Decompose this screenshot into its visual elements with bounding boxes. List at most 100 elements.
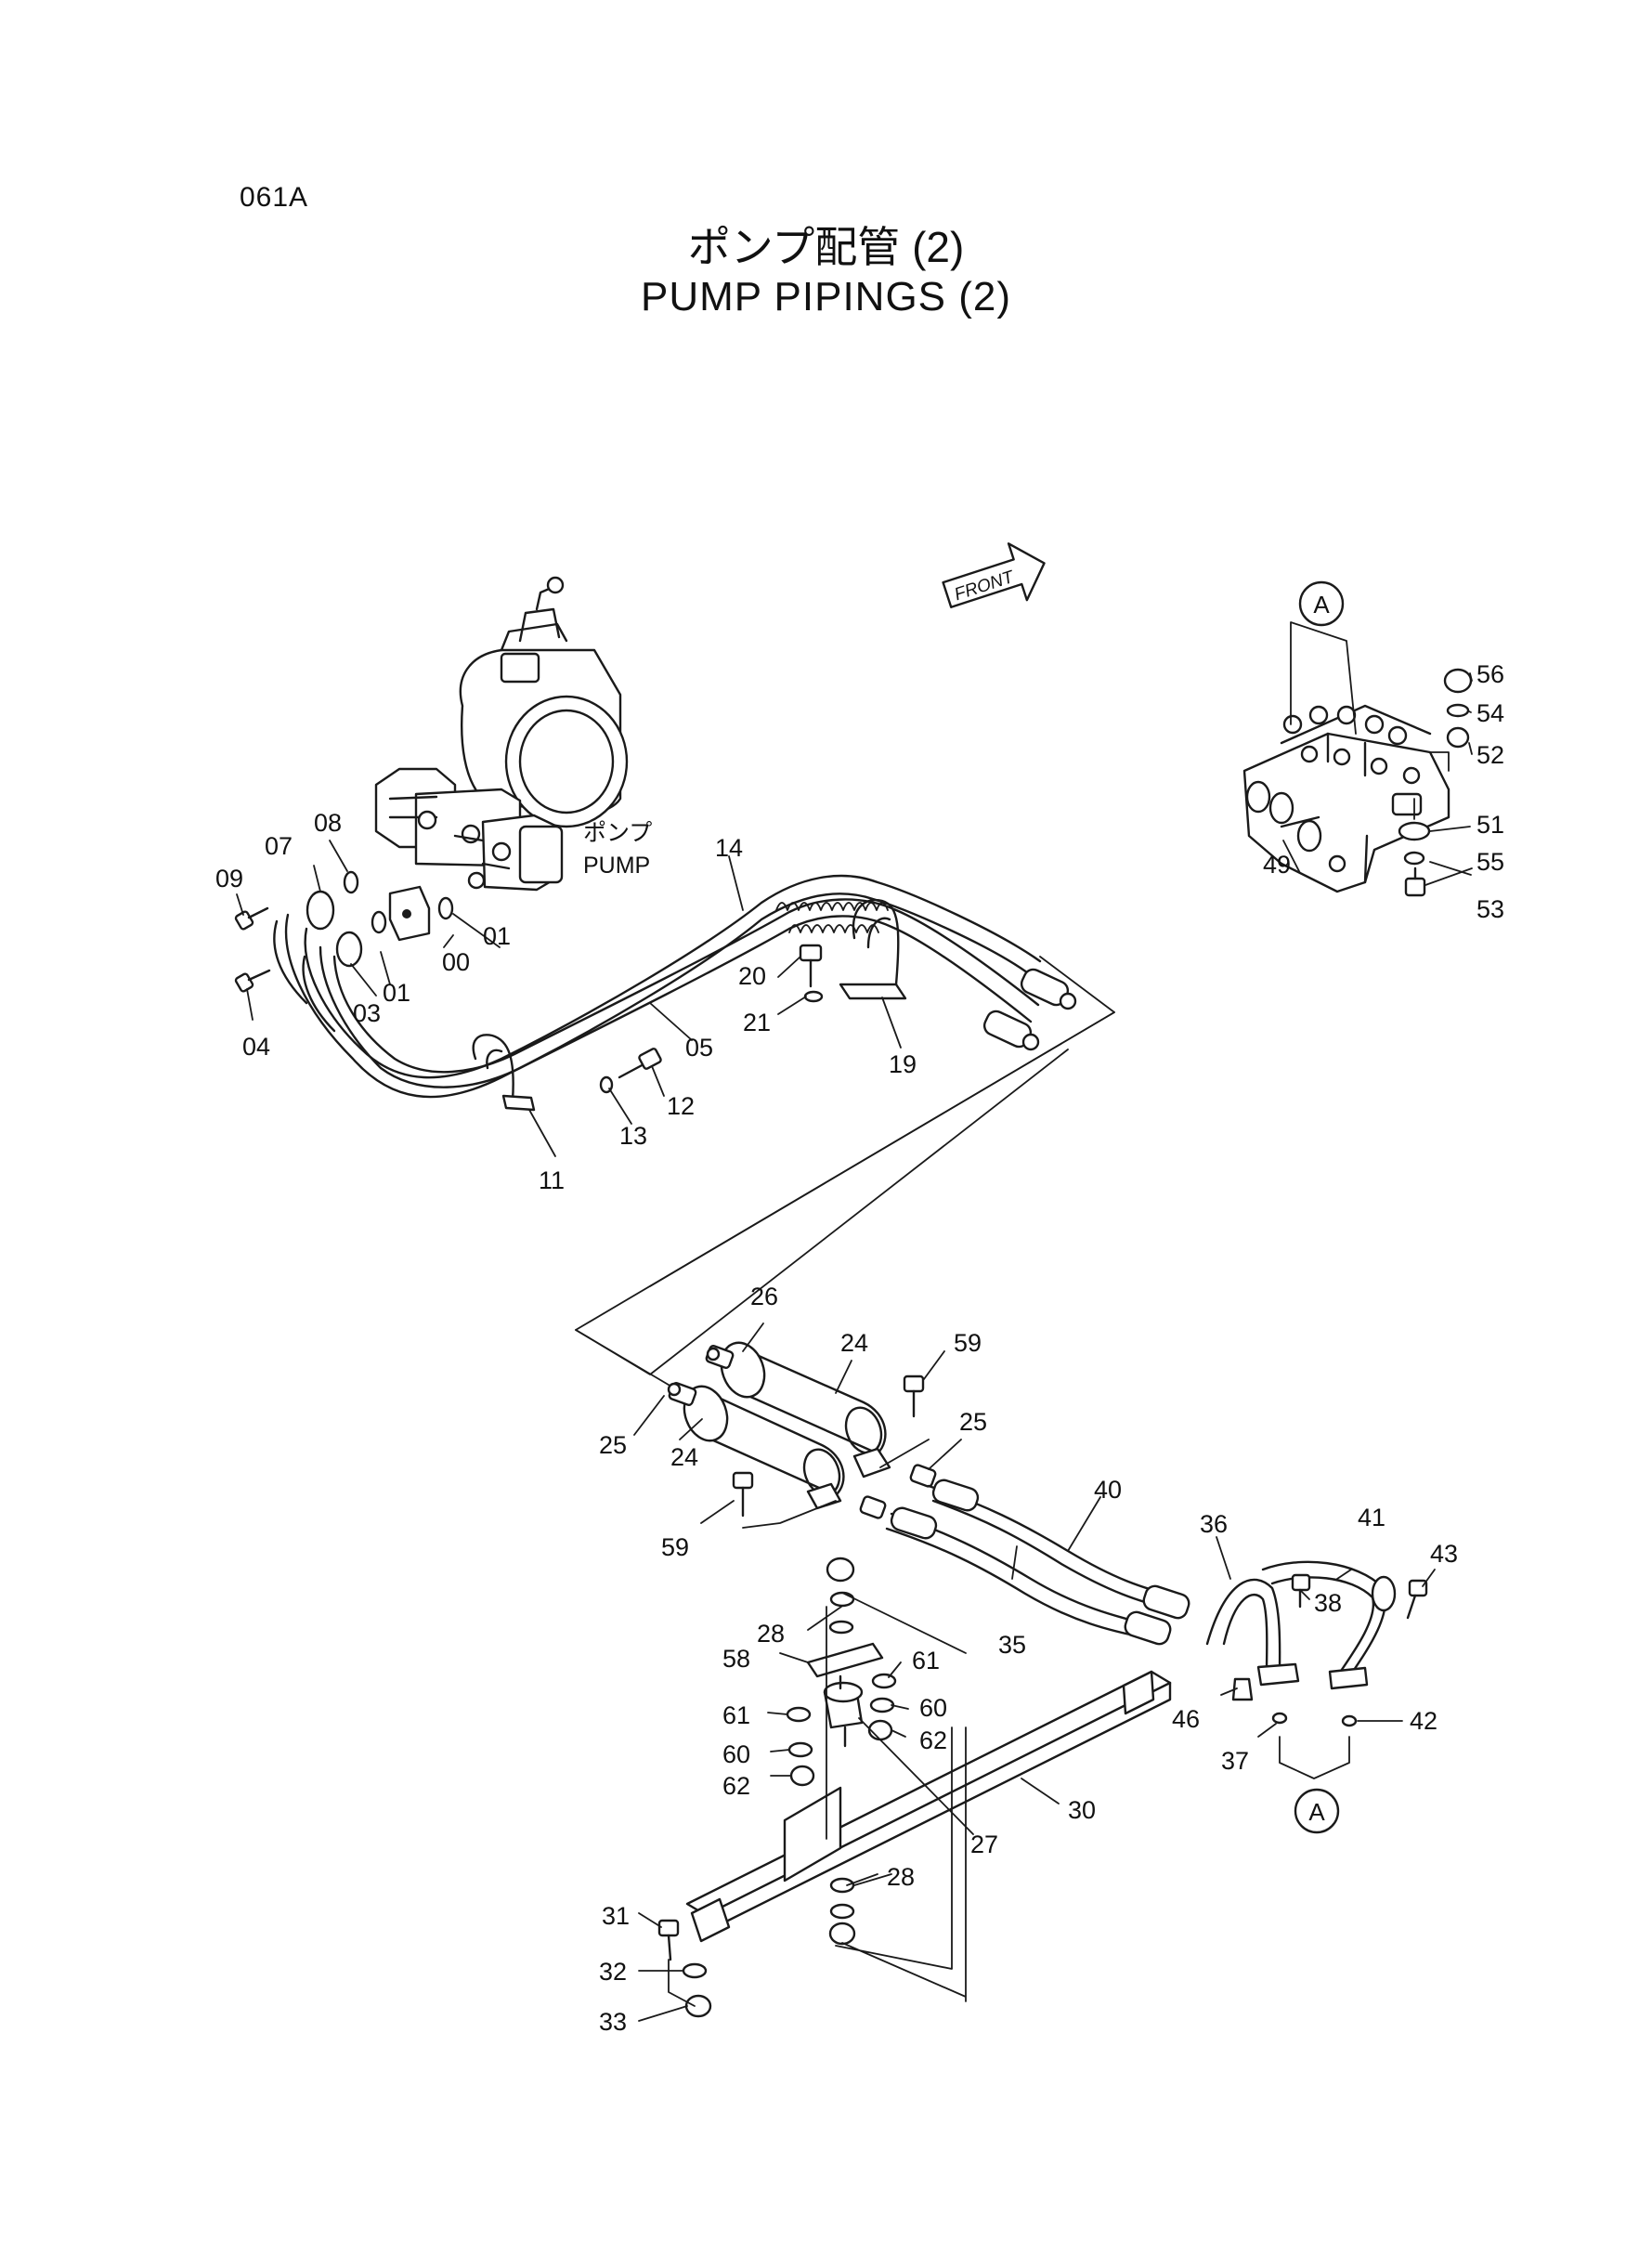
elbow-36 bbox=[1205, 1578, 1281, 1674]
valve-hardware bbox=[1398, 668, 1473, 897]
split-flange-07 bbox=[306, 890, 335, 931]
bolt-43 bbox=[1406, 1579, 1428, 1620]
callout-31: 31 bbox=[602, 1902, 630, 1930]
spring-guard-2 bbox=[788, 924, 879, 933]
callout-32: 32 bbox=[599, 1958, 627, 1986]
pump-housing bbox=[459, 576, 629, 828]
callout-36: 36 bbox=[1200, 1510, 1228, 1538]
bolt-53 bbox=[1404, 866, 1426, 897]
callout-09: 09 bbox=[215, 865, 243, 892]
callout-numbers: 00 01 01 03 04 05 07 08 09 11 12 13 14 1… bbox=[215, 660, 1504, 2036]
hardware-stack-left bbox=[786, 1706, 815, 1787]
callout-35: 35 bbox=[998, 1631, 1026, 1659]
bracket-tab-right bbox=[1122, 1670, 1155, 1715]
o-ring-01b bbox=[437, 896, 454, 920]
ref-bracket-upper bbox=[1290, 621, 1357, 735]
callout-14: 14 bbox=[715, 834, 743, 862]
callout-62: 62 bbox=[722, 1772, 750, 1800]
filter-lower bbox=[683, 1385, 845, 1497]
callout-03: 03 bbox=[353, 999, 381, 1027]
leader-lines bbox=[236, 672, 1473, 2022]
flange-block bbox=[388, 885, 431, 942]
bolt-04 bbox=[234, 969, 271, 993]
callout-51: 51 bbox=[1476, 811, 1504, 839]
callout-59: 59 bbox=[661, 1533, 689, 1561]
front-arrow: FRONT bbox=[942, 542, 1046, 608]
hose-14-outline bbox=[304, 874, 1042, 1079]
o-ring-08 bbox=[343, 870, 359, 894]
ref-marker-upper-label: A bbox=[1313, 591, 1330, 619]
hose-05 bbox=[319, 915, 1033, 1088]
spring-guard bbox=[775, 902, 889, 911]
flange-42 bbox=[1328, 1666, 1369, 1690]
callout-55: 55 bbox=[1476, 848, 1504, 876]
ref-marker-lower-label: A bbox=[1308, 1798, 1325, 1826]
pump-assembly: ポンプ PUMP bbox=[234, 576, 652, 993]
callout-52: 52 bbox=[1476, 741, 1504, 769]
o-ring-01a bbox=[371, 910, 387, 934]
callout-53: 53 bbox=[1476, 895, 1504, 923]
isolator-27 bbox=[823, 1674, 864, 1748]
cushion-51 bbox=[1398, 821, 1431, 841]
callout-28: 28 bbox=[887, 1863, 915, 1891]
callout-25: 25 bbox=[959, 1408, 987, 1436]
routing-lines bbox=[575, 956, 1115, 1394]
callout-28: 28 bbox=[757, 1620, 785, 1648]
callout-60: 60 bbox=[722, 1740, 750, 1768]
bolt-31 bbox=[657, 1919, 680, 1961]
bolt-59-upper bbox=[903, 1375, 925, 1418]
callout-07: 07 bbox=[265, 832, 293, 860]
callout-43: 43 bbox=[1430, 1540, 1458, 1568]
elbow-41-end bbox=[1371, 1575, 1397, 1612]
callout-19: 19 bbox=[889, 1050, 917, 1078]
elbow-36-outline bbox=[1222, 1594, 1268, 1674]
adapter-26 bbox=[705, 1345, 735, 1369]
flange-37 bbox=[1256, 1662, 1300, 1687]
bolt-20 bbox=[799, 944, 823, 988]
hose-end-fittings bbox=[982, 968, 1077, 1051]
washer-54 bbox=[1446, 703, 1470, 718]
callout-20: 20 bbox=[738, 962, 766, 990]
hose-35-outline bbox=[885, 1527, 1150, 1640]
bolt-09 bbox=[234, 906, 269, 931]
callout-41: 41 bbox=[1358, 1504, 1385, 1531]
callout-56: 56 bbox=[1476, 660, 1504, 688]
o-ring-42 bbox=[1341, 1714, 1358, 1727]
callout-26: 26 bbox=[750, 1283, 778, 1310]
callout-46: 46 bbox=[1172, 1705, 1200, 1733]
washer-21 bbox=[803, 990, 824, 1003]
callout-40: 40 bbox=[1094, 1476, 1122, 1504]
callout-01: 01 bbox=[483, 922, 511, 950]
callout-38: 38 bbox=[1314, 1589, 1342, 1617]
ref-marker-lower: A bbox=[1294, 1788, 1340, 1834]
pump-label-jp: ポンプ bbox=[583, 820, 652, 846]
hose-35 bbox=[890, 1512, 1153, 1627]
plug-46 bbox=[1231, 1677, 1254, 1701]
washer-13 bbox=[599, 1075, 614, 1094]
callout-25: 25 bbox=[599, 1431, 627, 1459]
pump-label-en: PUMP bbox=[583, 853, 650, 879]
filter-bracket-upper bbox=[852, 1447, 891, 1479]
hose-35-fitting-left bbox=[890, 1506, 938, 1540]
hardware-bottom bbox=[828, 1877, 856, 1946]
callout-60: 60 bbox=[919, 1694, 947, 1722]
callout-00: 00 bbox=[442, 948, 470, 976]
callout-61: 61 bbox=[912, 1647, 940, 1674]
hoses-35-40 bbox=[885, 1479, 1190, 1646]
hose-elbow-lower bbox=[302, 955, 336, 1033]
callout-27: 27 bbox=[970, 1831, 998, 1858]
hose-40-fitting-left bbox=[931, 1479, 980, 1512]
hose-elbow-upper bbox=[273, 919, 308, 1005]
main-hoses bbox=[273, 874, 1077, 1112]
callout-49: 49 bbox=[1263, 851, 1291, 879]
callout-37: 37 bbox=[1221, 1747, 1249, 1775]
page-code: 061A bbox=[240, 182, 309, 213]
line-filters bbox=[667, 1341, 937, 1529]
o-ring-37 bbox=[1271, 1712, 1288, 1725]
callout-24: 24 bbox=[840, 1329, 868, 1357]
nut-56 bbox=[1443, 668, 1473, 694]
bolt-59-lower bbox=[732, 1471, 754, 1518]
adapter-lower-right bbox=[859, 1495, 887, 1519]
callout-42: 42 bbox=[1410, 1707, 1437, 1735]
